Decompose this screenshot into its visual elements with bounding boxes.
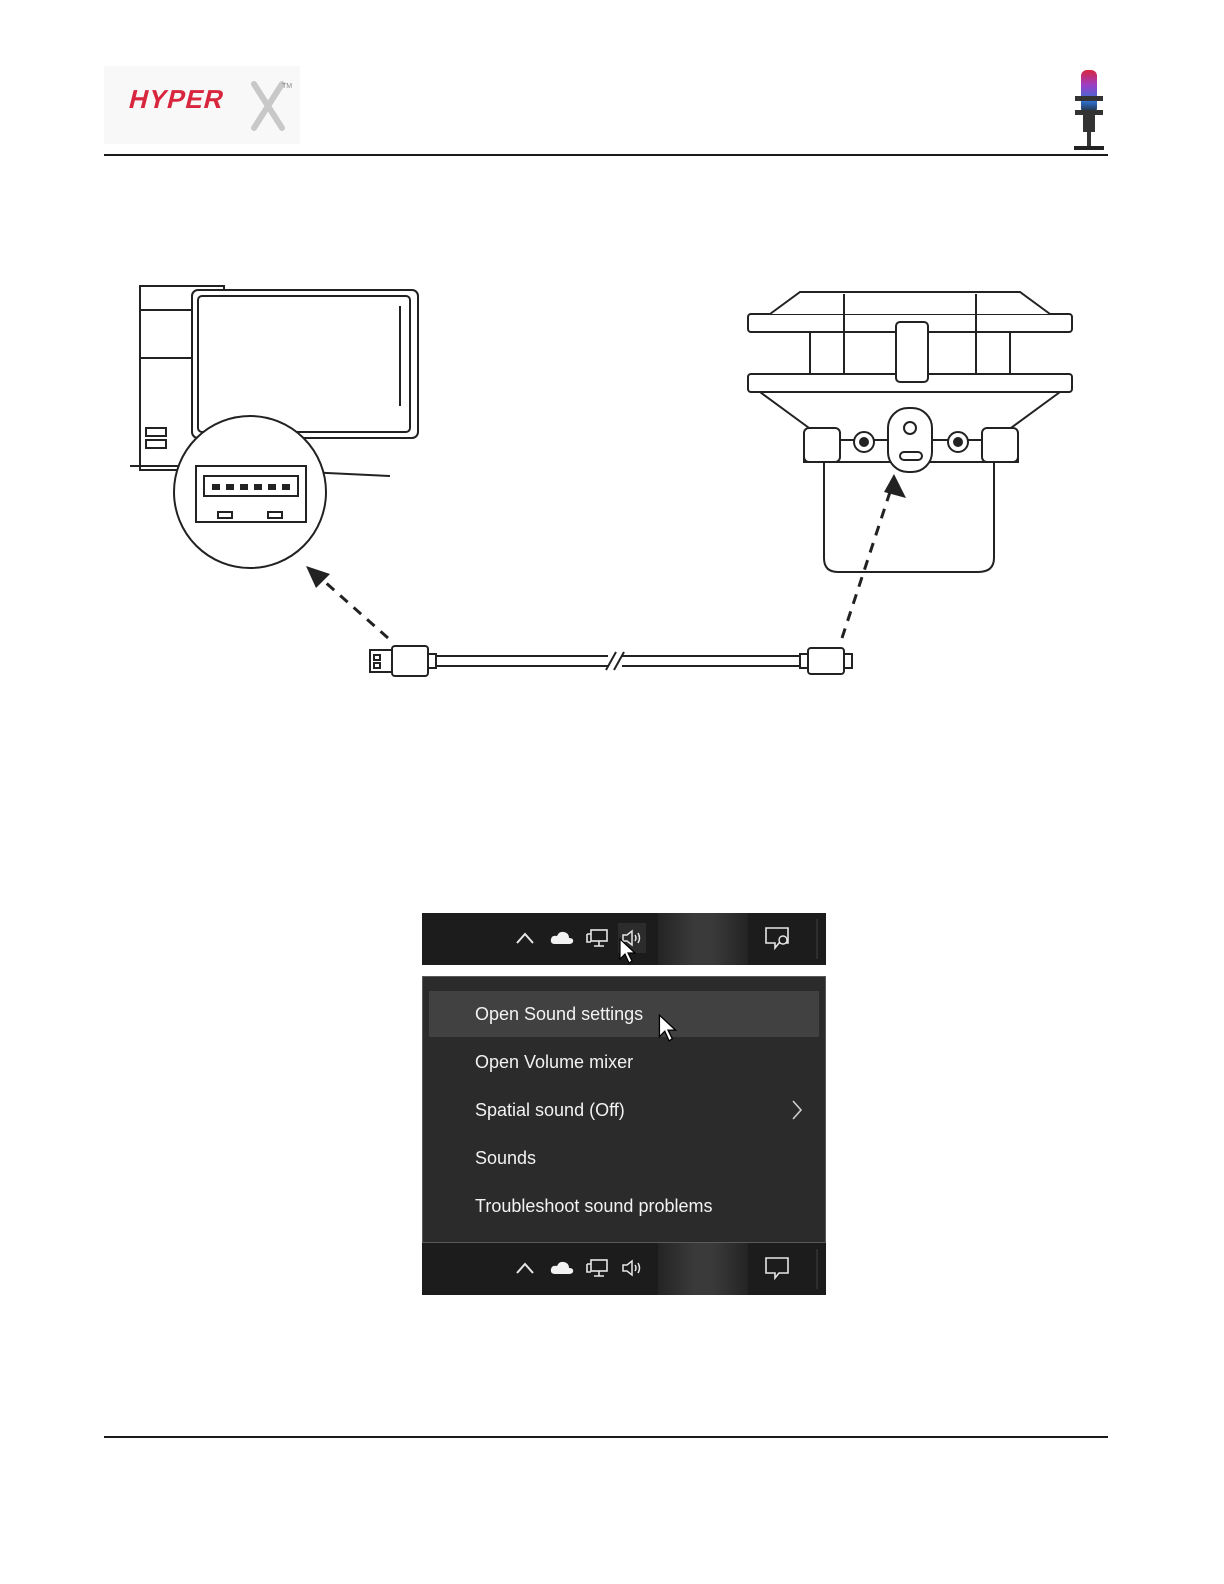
footer-rule [104, 1436, 1108, 1438]
menu-item-label: Troubleshoot sound problems [475, 1196, 712, 1216]
network-icon[interactable] [584, 1253, 610, 1283]
svg-text:TM: TM [282, 83, 292, 90]
microphone-illustration [748, 292, 1072, 572]
menu-item-spatial-sound[interactable]: Spatial sound (Off) [429, 1087, 819, 1133]
network-icon[interactable] [584, 923, 610, 953]
clock-area-blurred [658, 1243, 748, 1295]
chevron-right-icon [787, 1087, 807, 1133]
notification-icon[interactable] [762, 1253, 792, 1283]
cloud-icon[interactable] [548, 1253, 576, 1283]
menu-item-open-volume-mixer[interactable]: Open Volume mixer [429, 1039, 819, 1085]
arrow-to-pc [316, 574, 388, 638]
menu-item-open-sound-settings[interactable]: Open Sound settings [429, 991, 819, 1037]
notification-icon[interactable] [762, 923, 792, 953]
cloud-icon[interactable] [548, 923, 576, 953]
usb-connection-diagram [120, 270, 1100, 690]
sound-context-menu: Open Sound settings Open Volume mixer Sp… [422, 976, 826, 1243]
header-rule [104, 154, 1108, 156]
taskbar-tray [422, 1243, 826, 1295]
menu-item-sounds[interactable]: Sounds [429, 1135, 819, 1181]
usb-cable [370, 646, 852, 676]
clock-area-blurred [658, 913, 748, 965]
chevron-up-icon[interactable] [512, 923, 538, 953]
svg-text:HYPER: HYPER [126, 84, 228, 114]
menu-item-label: Sounds [475, 1148, 536, 1168]
chevron-up-icon[interactable] [512, 1253, 538, 1283]
menu-item-label: Open Sound settings [475, 1004, 643, 1024]
taskbar-divider [816, 919, 818, 959]
hyperx-logo: HYPER TM [104, 66, 300, 144]
menu-item-troubleshoot-sound[interactable]: Troubleshoot sound problems [429, 1183, 819, 1229]
speaker-icon[interactable] [618, 1253, 646, 1283]
menu-item-label: Spatial sound (Off) [475, 1100, 625, 1120]
quadcast-microphone-icon [1064, 66, 1114, 154]
taskbar-tray [422, 913, 826, 965]
usb-a-port [174, 416, 326, 568]
taskbar-divider [816, 1249, 818, 1289]
mouse-cursor-icon [618, 937, 638, 965]
menu-item-label: Open Volume mixer [475, 1052, 633, 1072]
